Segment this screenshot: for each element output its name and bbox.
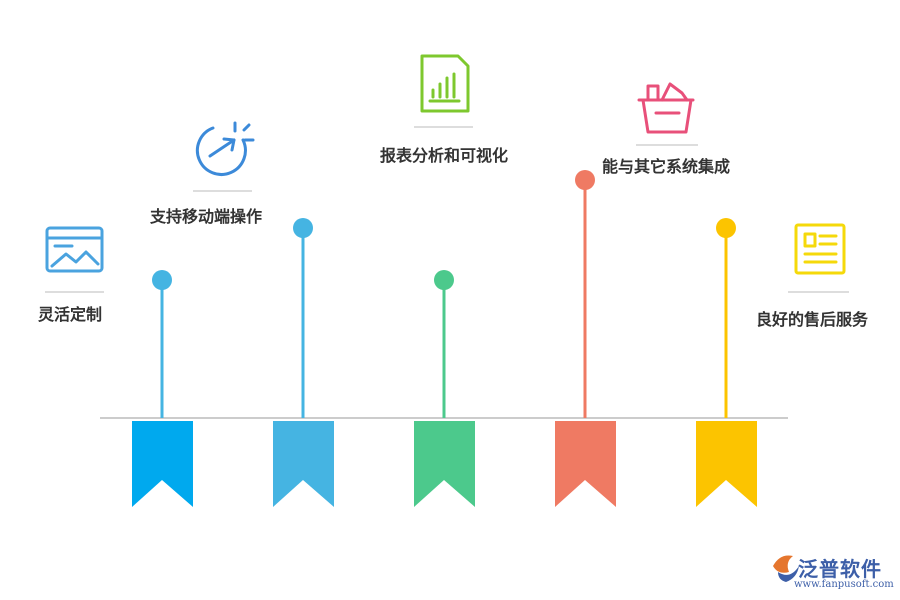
mobile-gauge-icon (195, 121, 255, 176)
feature-label-2: 支持移动端操作 (150, 207, 263, 226)
brand-url: www.fanpusoft.com (794, 579, 894, 590)
document-list-icon (794, 223, 846, 275)
brand-name: 泛普软件 (798, 557, 882, 581)
pin-3 (434, 270, 454, 418)
image-card-icon (45, 226, 104, 273)
pin-4 (575, 170, 595, 418)
feature-label-3: 报表分析和可视化 (380, 146, 509, 165)
report-chart-icon (420, 54, 470, 113)
feature-label-4: 能与其它系统集成 (602, 157, 731, 176)
feature-label-5: 良好的售后服务 (756, 310, 869, 329)
pin-1 (152, 270, 172, 418)
pin-2 (293, 218, 313, 418)
logo-mark-icon (773, 555, 799, 582)
flag-4 (555, 421, 616, 507)
pin-5 (716, 218, 736, 418)
flag-2 (273, 421, 334, 507)
flag-3 (414, 421, 475, 507)
feature-label-1: 灵活定制 (38, 305, 103, 324)
flag-1 (132, 421, 193, 507)
flag-5 (696, 421, 757, 507)
brand-logo: 泛普软件 www.fanpusoft.com (768, 553, 894, 597)
basket-icon (637, 82, 695, 134)
